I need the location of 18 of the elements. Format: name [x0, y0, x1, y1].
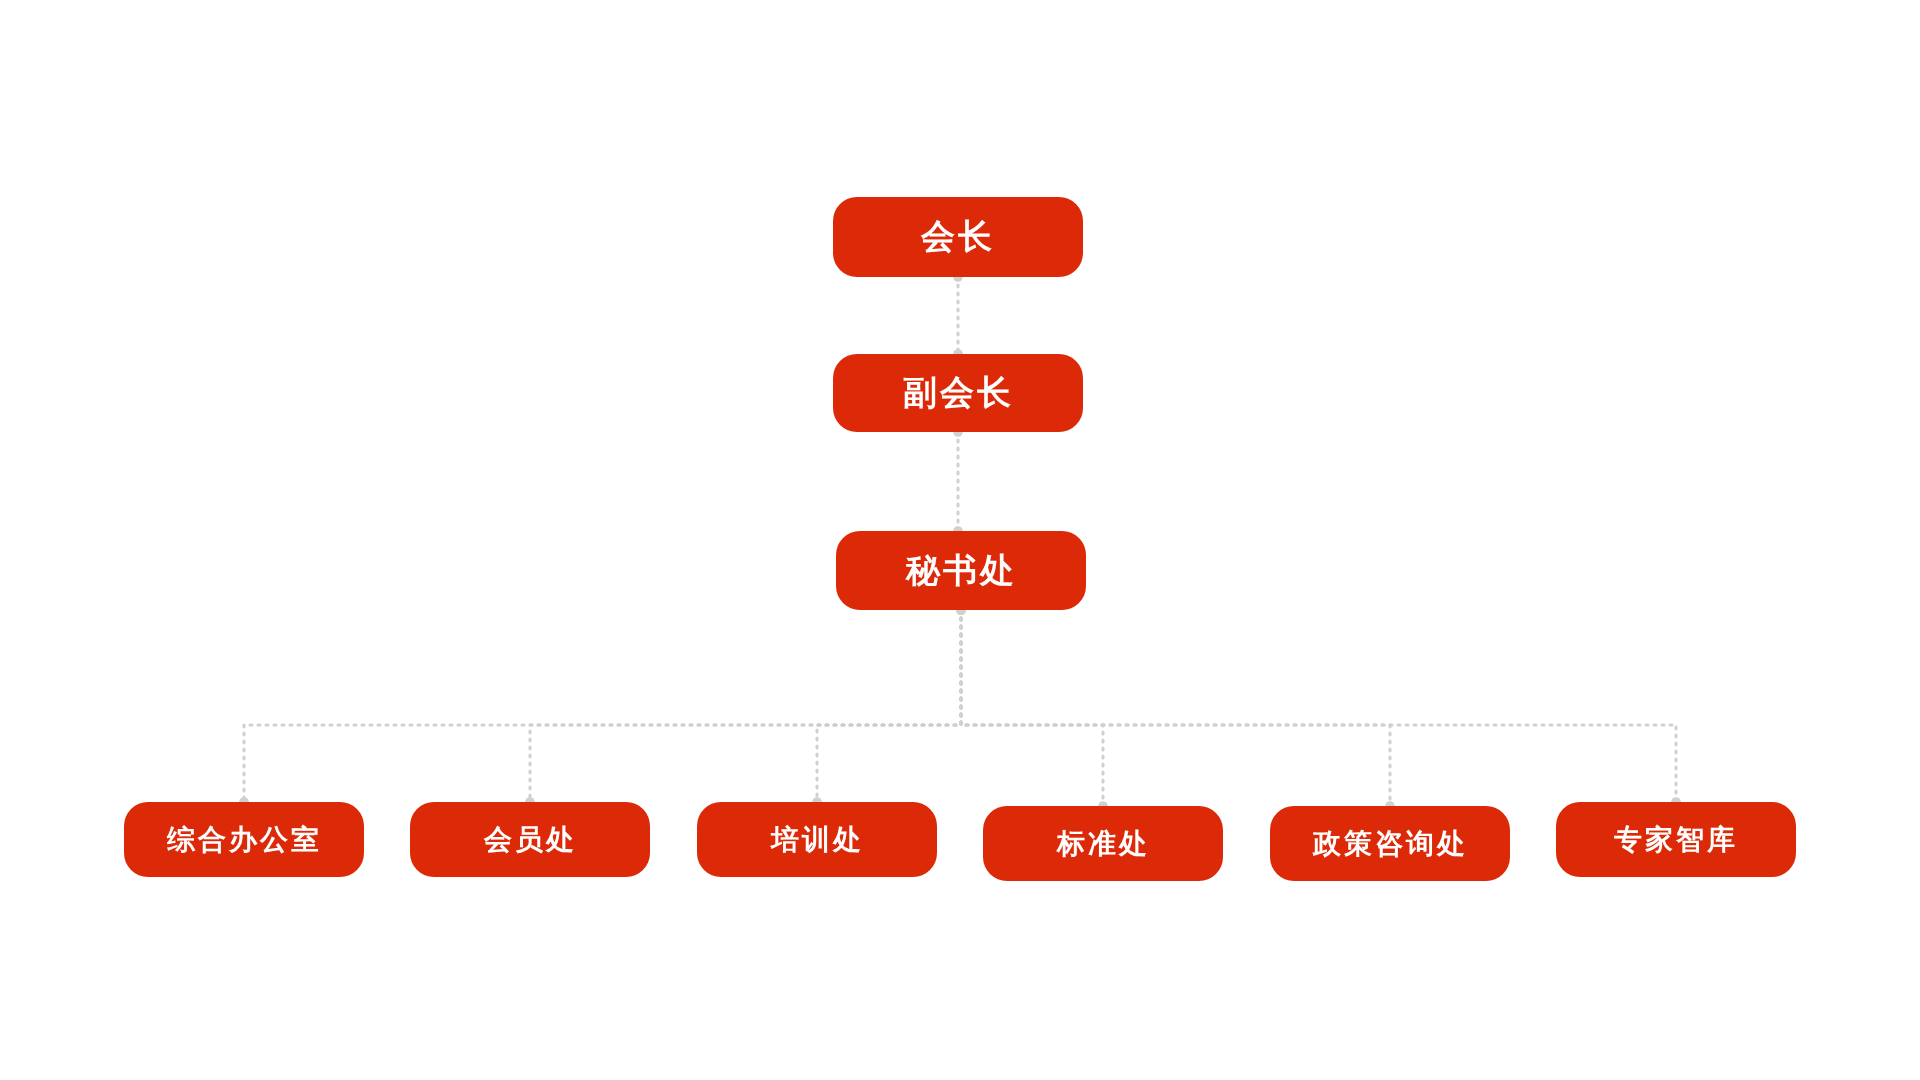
unit-name: 副会长 [902, 371, 1014, 414]
unit-name: 综合办公室 [166, 821, 322, 858]
unit-name: 培训处 [770, 821, 864, 858]
org-unit-box [833, 354, 1083, 432]
org-unit-box [983, 806, 1223, 881]
org-unit-box [410, 802, 650, 877]
unit-name: 标准处 [1056, 825, 1150, 862]
org-unit-box [1270, 806, 1510, 881]
unit-name: 政策咨询处 [1312, 825, 1468, 862]
org-unit-box [124, 802, 364, 877]
org-unit-box [836, 531, 1086, 610]
org-unit-box [833, 197, 1083, 277]
unit-name: 会长 [921, 215, 995, 258]
unit-name: 秘书处 [905, 548, 1017, 592]
org-unit-box [1556, 802, 1796, 877]
unit-name: 专家智库 [1614, 821, 1738, 858]
org-unit-box [697, 802, 937, 877]
unit-name: 会员处 [483, 821, 577, 858]
